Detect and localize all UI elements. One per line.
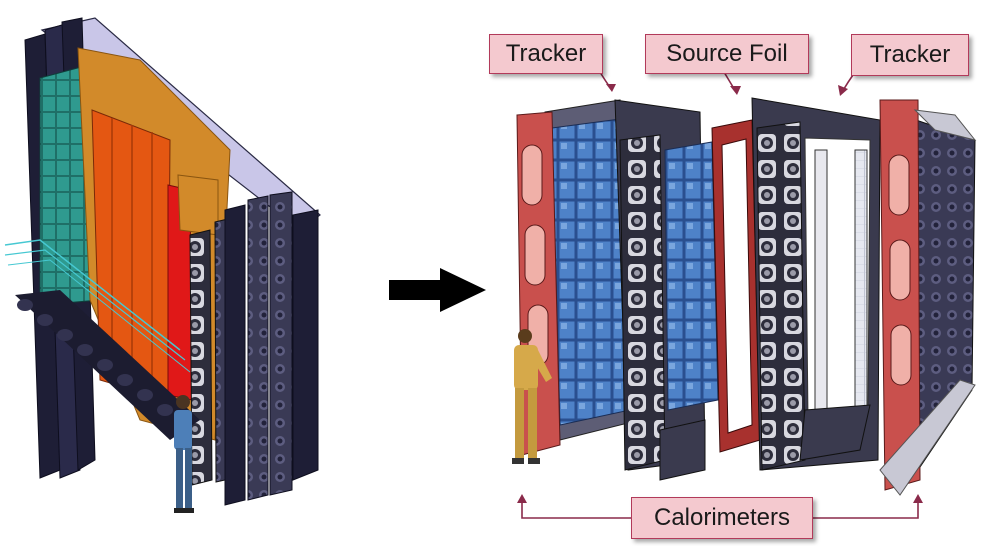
calorimeter-right — [879, 99, 977, 496]
assembled-detector — [4, 17, 321, 513]
tracker-right — [751, 97, 881, 471]
person-left — [174, 395, 194, 513]
tracker-left-label: Tracker — [489, 34, 603, 74]
source-foil — [711, 119, 761, 453]
calorimeters-label: Calorimeters — [631, 497, 813, 539]
tracker-left — [614, 99, 719, 481]
source-foil-label: Source Foil — [645, 34, 809, 74]
person-right — [512, 329, 552, 464]
tracker-layer-1 — [189, 229, 213, 486]
tracker-right-label: Tracker — [851, 34, 969, 76]
right-arrow-icon — [389, 268, 486, 312]
exploded-detector — [512, 97, 977, 496]
bottom-rail — [15, 290, 200, 440]
